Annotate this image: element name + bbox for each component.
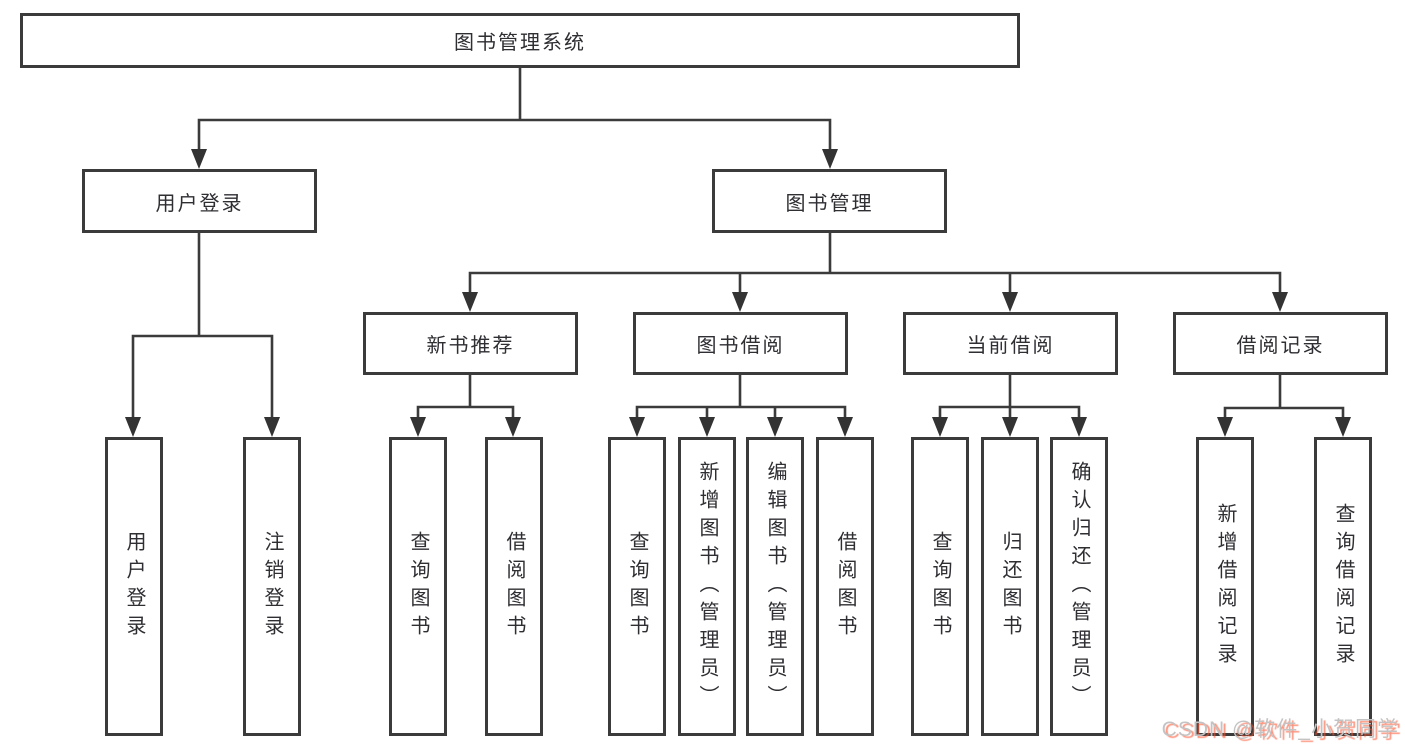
leaf-confirm-return-admin: 确认归还（管理员） [1050,437,1108,736]
node-borrowing-records: 借阅记录 [1173,312,1388,375]
node-book-management: 图书管理 [712,169,947,233]
node-new-book-recommend: 新书推荐 [363,312,578,375]
leaf-add-books-admin-label: 新增图书（管理员） [696,460,718,713]
leaf-add-borrow-record: 新增借阅记录 [1196,437,1254,736]
node-system-root: 图书管理系统 [20,13,1020,68]
leaf-logout-label: 注销登录 [261,530,283,643]
leaf-recommend-borrow-books: 借阅图书 [485,437,543,736]
leaf-edit-books-admin-label: 编辑图书（管理员） [764,460,786,713]
leaf-add-borrow-record-label: 新增借阅记录 [1214,502,1236,671]
leaf-edit-books-admin: 编辑图书（管理员） [746,437,804,736]
node-user-login-label: 用户登录 [155,192,244,215]
node-current-borrowing: 当前借阅 [903,312,1118,375]
leaf-borrowing-query-books: 查询图书 [608,437,666,736]
leaf-return-books: 归还图书 [981,437,1039,736]
node-book-borrowing: 图书借阅 [633,312,848,375]
leaf-borrow-books: 借阅图书 [816,437,874,736]
node-book-management-label: 图书管理 [785,192,874,215]
leaf-user-login-label: 用户登录 [123,530,145,643]
node-borrowing-records-label: 借阅记录 [1236,335,1325,357]
node-new-book-recommend-label: 新书推荐 [426,335,515,357]
node-user-login: 用户登录 [82,169,317,233]
leaf-recommend-borrow-books-label: 借阅图书 [503,530,525,643]
node-current-borrowing-label: 当前借阅 [966,335,1055,357]
leaf-query-borrow-record: 查询借阅记录 [1314,437,1372,736]
node-book-borrowing-label: 图书借阅 [696,335,785,357]
leaf-recommend-query-books: 查询图书 [389,437,447,736]
leaf-query-borrow-record-label: 查询借阅记录 [1332,502,1354,671]
leaf-confirm-return-admin-label: 确认归还（管理员） [1068,460,1090,713]
leaf-borrowing-query-books-label: 查询图书 [626,530,648,643]
leaf-borrow-books-label: 借阅图书 [834,530,856,643]
leaf-logout: 注销登录 [243,437,301,736]
leaf-return-books-label: 归还图书 [999,530,1021,643]
leaf-add-books-admin: 新增图书（管理员） [678,437,736,736]
leaf-current-query-books: 查询图书 [911,437,969,736]
node-system-root-label: 图书管理系统 [454,32,586,54]
leaf-recommend-query-books-label: 查询图书 [407,530,429,643]
leaf-user-login: 用户登录 [105,437,163,736]
leaf-current-query-books-label: 查询图书 [929,530,951,643]
csdn-watermark: CSDN @软件_小贺同学 [1161,718,1399,741]
